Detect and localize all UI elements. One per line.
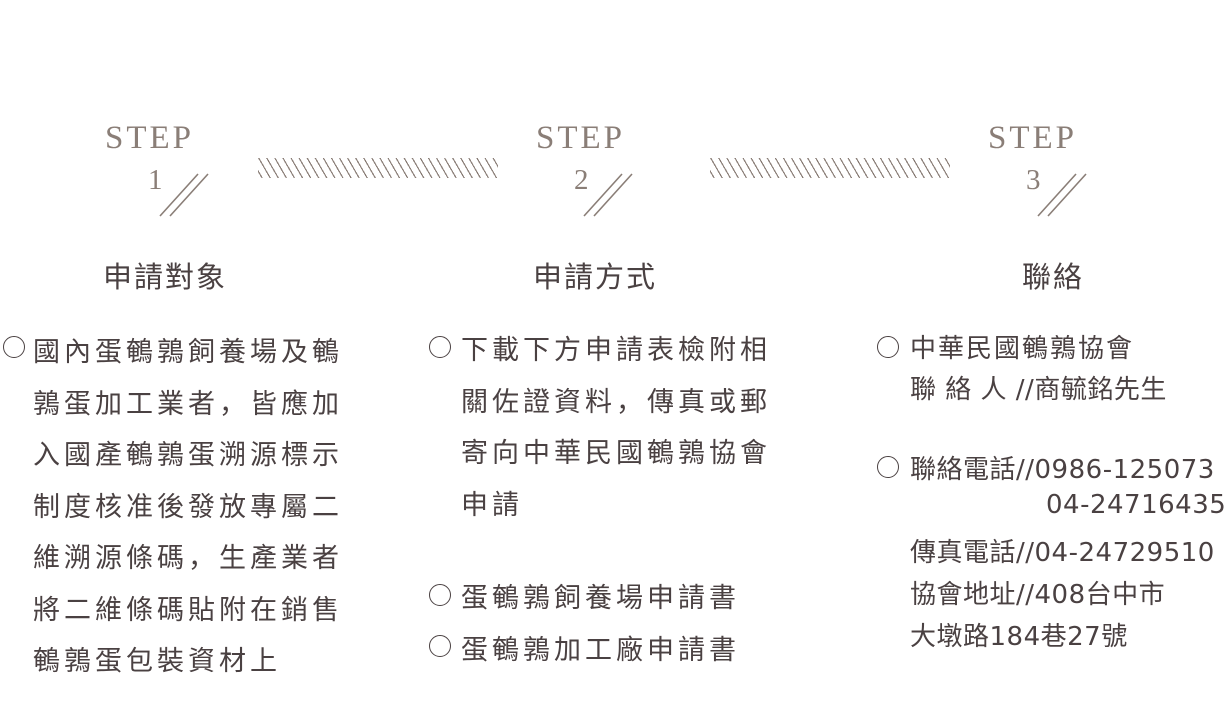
contact-phone: 聯絡電話//0986-125073 (910, 455, 1215, 485)
circle-bullet-icon (877, 456, 899, 478)
contact-phone-2: 04-24716435 (1046, 490, 1227, 520)
form-link-processing[interactable]: 蛋鵪鶉加工廠申請書 (461, 635, 740, 666)
method-text-line: 申請 (461, 490, 523, 521)
contact-fax: 傳真電話//04-24729510 (910, 538, 1215, 568)
method-text-line: 關佐證資料，傳真或郵 (461, 387, 771, 418)
form-link-farm[interactable]: 蛋鵪鶉飼養場申請書 (461, 583, 740, 614)
double-slash-icon (583, 173, 633, 217)
target-description: 國內蛋鵪鶉飼養場及鵪 鶉蛋加工業者，皆應加 入國產鵪鶉蛋溯源標示 制度核准後發放… (33, 337, 343, 677)
section-title-contact: 聯絡 (1022, 260, 1085, 294)
double-slash-icon (1037, 173, 1087, 217)
circle-bullet-icon (429, 336, 451, 358)
step-3-number: 3 (1026, 164, 1041, 196)
step-connector-2 (710, 158, 950, 178)
double-slash-icon (159, 173, 209, 217)
step-connector-1 (258, 158, 498, 178)
step-3-label: STEP (988, 120, 1078, 156)
circle-bullet-icon (429, 584, 451, 606)
circle-bullet-icon (3, 336, 25, 358)
step-2-number: 2 (574, 164, 589, 196)
step-1-label: STEP (105, 120, 195, 156)
contact-address-1: 協會地址//408台中市 (910, 580, 1166, 610)
contact-org: 中華民國鵪鶉協會 (910, 334, 1135, 364)
circle-bullet-icon (429, 635, 451, 657)
method-text-line: 寄向中華民國鵪鶉協會 (461, 438, 771, 469)
step-2-label: STEP (536, 120, 626, 156)
method-text-line: 下載下方申請表檢附相 (461, 335, 771, 366)
contact-person: 聯 絡 人 //商毓銘先生 (910, 375, 1167, 405)
section-title-target: 申請對象 (103, 260, 228, 294)
step-1-number: 1 (148, 164, 163, 196)
circle-bullet-icon (877, 336, 899, 358)
contact-address-2: 大墩路184巷27號 (910, 622, 1128, 652)
section-title-method: 申請方式 (533, 260, 658, 294)
